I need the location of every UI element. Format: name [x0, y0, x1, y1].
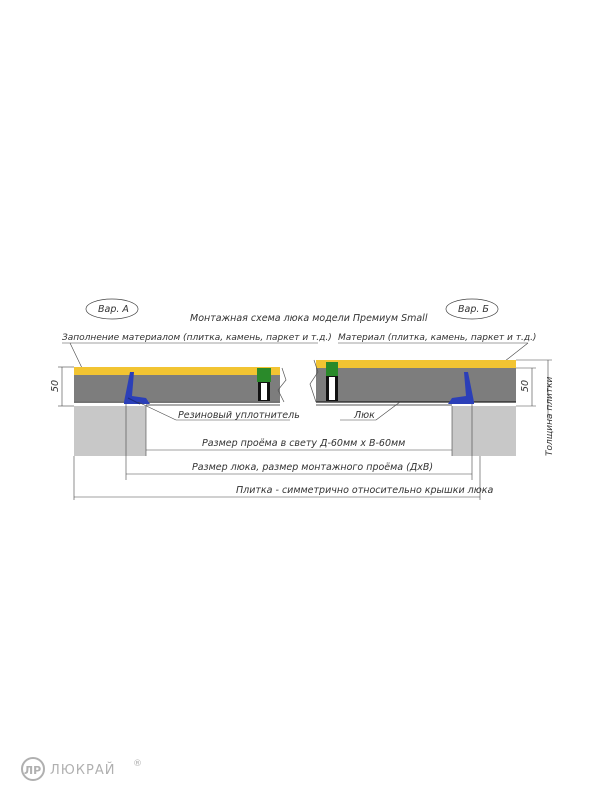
variant-a-label: Вар. А: [98, 304, 129, 315]
tile-thickness-label: Толщина плитки: [545, 376, 555, 456]
variant-a-tag: Вар. А: [85, 298, 139, 320]
profile-b: [448, 372, 474, 404]
hatch-leader: [375, 401, 401, 421]
tile-layer-b: [316, 360, 516, 368]
tile-thickness: Толщина плитки: [516, 359, 555, 456]
dim-left-value: 50: [50, 380, 61, 392]
brand-name: ЛЮКРАЙ: [50, 762, 116, 778]
dim-opening: Размер проёма в свету Д-60мм х В-60мм: [145, 406, 453, 456]
tile-layer-a: [74, 367, 280, 375]
dim-right-value: 50: [520, 380, 531, 392]
seal-a: [257, 368, 271, 382]
seal-b: [326, 362, 338, 376]
dim-left: 50: [50, 366, 74, 407]
variant-a-assembly: [74, 367, 280, 456]
brand-registered: ®: [133, 759, 142, 769]
material-label: Материал (плитка, камень, паркет и т.д.): [338, 333, 536, 343]
fill-material-label: Заполнение материалом (плитка, камень, п…: [62, 333, 332, 343]
hatch-label: Люк: [353, 410, 375, 421]
dim-tile-sym: Плитка - симметрично относительно крышки…: [73, 456, 493, 500]
seal-leader: [137, 401, 177, 421]
dim-hatch-size: Размер люка, размер монтажного проёма (Д…: [125, 404, 473, 480]
tile-sym-label: Плитка - симметрично относительно крышки…: [236, 485, 493, 496]
hatch-body-b: [316, 368, 516, 402]
hatch-body-a: [74, 375, 280, 401]
hatch-size-label: Размер люка, размер монтажного проёма (Д…: [192, 462, 433, 473]
diagram-title: Монтажная схема люка модели Премиум Smal…: [190, 313, 428, 324]
profile-a: [124, 372, 150, 404]
brand-mark: ЛР: [24, 764, 41, 777]
fill-material-leader: [69, 342, 83, 369]
variant-b-label: Вар. Б: [458, 304, 489, 315]
seal-label: Резиновый уплотнитель: [178, 410, 300, 421]
wall-a: [74, 406, 146, 456]
variant-b-tag: Вар. Б: [445, 298, 499, 320]
brand-logo: ЛР ЛЮКРАЙ ®: [21, 757, 142, 781]
dim-right: 50: [516, 367, 536, 407]
variant-b-assembly: [316, 360, 516, 456]
opening-label: Размер проёма в свету Д-60мм х В-60мм: [202, 438, 405, 449]
wall-b: [452, 406, 516, 456]
